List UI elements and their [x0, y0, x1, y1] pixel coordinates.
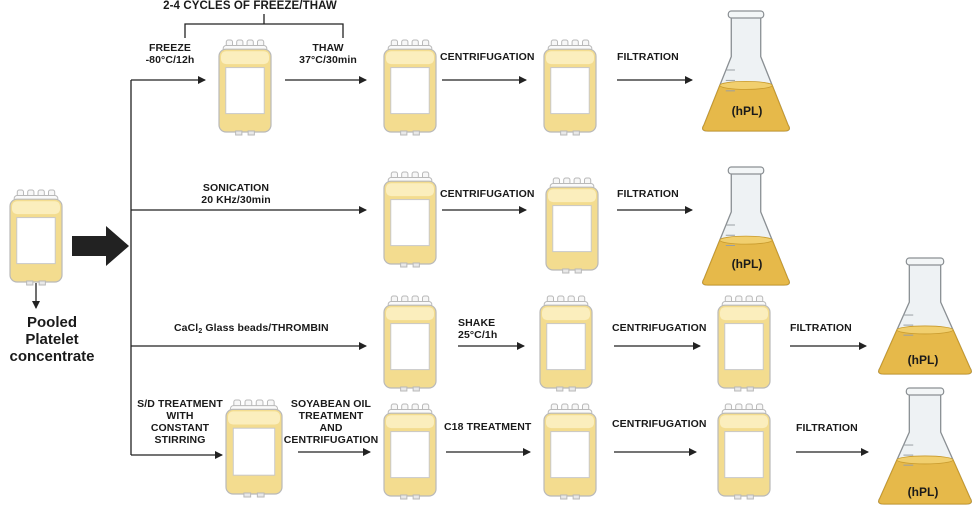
sd-label-line-4: STIRRING [154, 434, 206, 446]
row3-erlenmeyer-flask-icon [878, 257, 972, 375]
row4-oil-treated-bag-icon [383, 403, 437, 500]
row3-centrifugation-label: CENTRIFUGATION [612, 322, 707, 334]
row2-centrifuged-bag-icon [545, 177, 599, 274]
thaw-label-line-1: THAW [312, 42, 344, 54]
row2-erlenmeyer-flask-icon [702, 166, 790, 286]
row1-frozen-bag-icon [218, 39, 272, 136]
soy-label-line-4: CENTRIFUGATION [283, 434, 379, 446]
row4-c18-treated-bag-icon [543, 403, 597, 500]
row1-filtration-label: FILTRATION [617, 51, 679, 63]
row3-centrifuged-bag-icon [717, 295, 771, 392]
c18-treatment-label: C18 TREATMENT [444, 421, 532, 433]
row4-erlenmeyer-flask-icon [878, 387, 972, 505]
row1-product-label: (hPL) [731, 104, 763, 118]
row4-filtration-label: FILTRATION [796, 422, 858, 434]
row4-sd-treated-bag-icon [225, 399, 283, 498]
row2-centrifugation-label: CENTRIFUGATION [440, 188, 535, 200]
activator-suffix: Glass beads/THROMBIN [202, 322, 329, 334]
sonication-label: SONICATION 20 KHz/30min [192, 182, 280, 206]
row2-product-label: (hPL) [731, 257, 763, 271]
freeze-label: FREEZE -80°C/12h [135, 42, 205, 66]
soyabean-oil-label: SOYABEAN OIL TREATMENT AND CENTRIFUGATIO… [280, 398, 382, 446]
soy-label-line-2: TREATMENT [298, 410, 364, 422]
soy-label-line-1: SOYABEAN OIL [290, 398, 372, 410]
row3-product-label: (hPL) [907, 353, 939, 367]
sd-treatment-label: S/D TREATMENT WITH CONSTANT STIRRING [134, 398, 226, 446]
freeze-label-line-2: -80°C/12h [145, 54, 195, 66]
row4-product-label: (hPL) [907, 485, 939, 499]
row1-erlenmeyer-flask-icon [702, 10, 790, 132]
row2-sonicated-bag-icon [383, 171, 437, 268]
source-line-1: Pooled [26, 314, 77, 331]
row3-shaken-bag-icon [539, 295, 593, 392]
row1-thawed-bag-icon [383, 39, 437, 136]
row3-filtration-label: FILTRATION [790, 322, 852, 334]
row2-filtration-label: FILTRATION [617, 188, 679, 200]
row4-centrifuged-bag-icon [717, 403, 771, 500]
source-label: Pooled Platelet concentrate [2, 314, 102, 365]
sonication-label-line-2: 20 KHz/30min [201, 194, 271, 206]
source-blood-bag-icon [9, 189, 63, 286]
sd-label-line-2: WITH [166, 410, 194, 422]
sonication-label-line-1: SONICATION [202, 182, 270, 194]
shake-label-line-1: SHAKE [458, 317, 496, 329]
shake-label-line-2: 25°C/1h [458, 329, 498, 341]
activator-subscript: 2 [198, 328, 203, 335]
thaw-label-line-2: 37°C/30min [299, 54, 357, 66]
freeze-thaw-cycles-label: 2-4 CYCLES OF FREEZE/THAW [163, 0, 337, 12]
activator-label: CaCl2 Glass beads/THROMBIN [174, 322, 329, 338]
shake-label: SHAKE 25°C/1h [458, 317, 497, 341]
row3-activated-bag-icon [383, 295, 437, 392]
row1-centrifugation-label: CENTRIFUGATION [440, 51, 535, 63]
row4-centrifugation-label: CENTRIFUGATION [612, 418, 707, 430]
thaw-label: THAW 37°C/30min [290, 42, 366, 66]
sd-label-line-3: CONSTANT [150, 422, 210, 434]
soy-label-line-3: AND [319, 422, 343, 434]
source-line-2: Platelet [25, 331, 79, 348]
source-line-3: concentrate [9, 348, 95, 365]
activator-prefix: CaCl [174, 322, 199, 334]
row1-centrifuged-bag-icon [543, 39, 597, 136]
block-arrow-icon [72, 226, 129, 266]
freeze-thaw-bracket [184, 14, 344, 38]
sd-label-line-1: S/D TREATMENT [137, 398, 223, 410]
freeze-label-line-1: FREEZE [148, 42, 192, 54]
